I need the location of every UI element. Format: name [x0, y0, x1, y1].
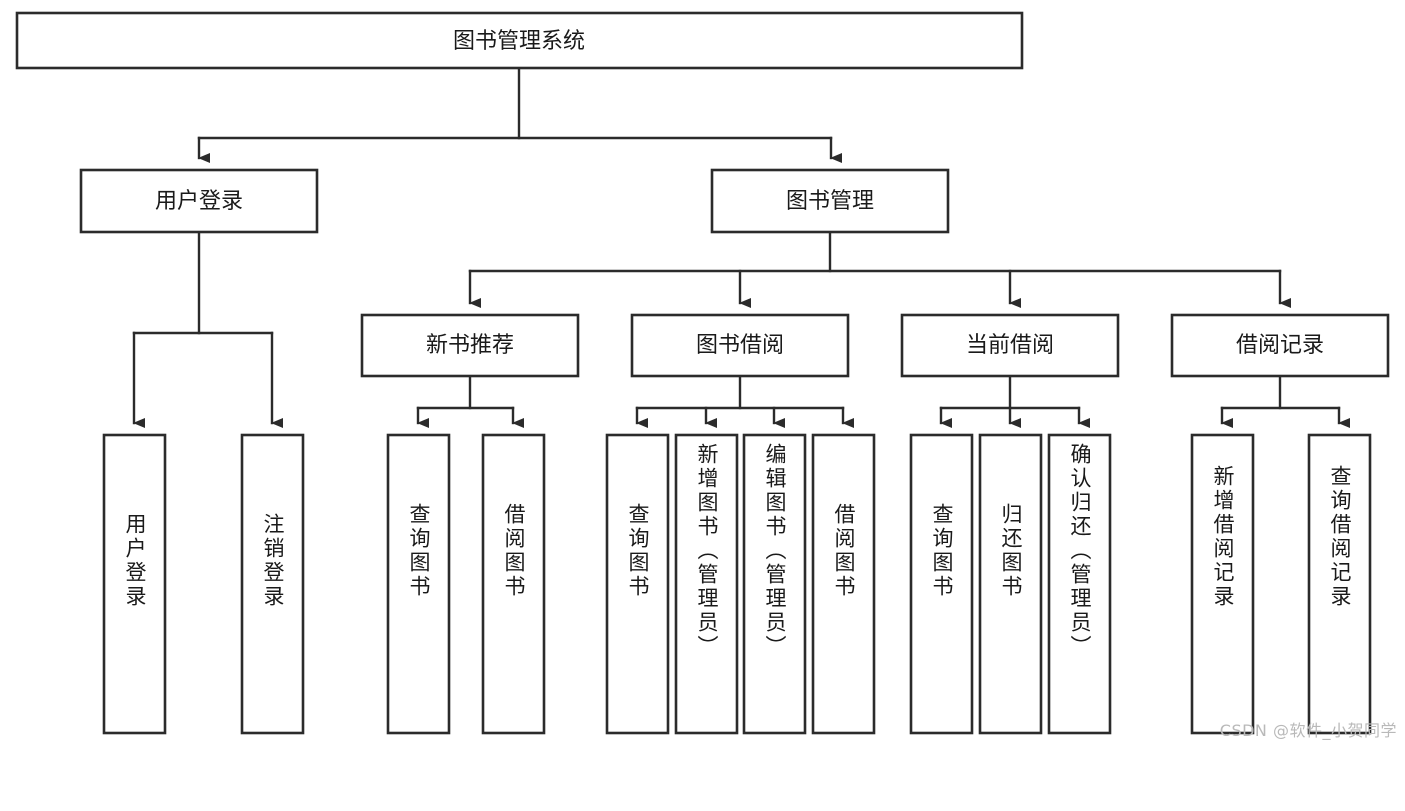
connector-root-to-level2 — [197, 66, 842, 163]
leaf-user-login-1[interactable] — [240, 433, 305, 735]
node-root[interactable]: 图书管理系统 — [15, 11, 1024, 70]
leaf-borrow-record-1[interactable] — [1307, 433, 1372, 735]
node-current-borrow-label: 当前借阅 — [966, 333, 1054, 358]
leaf-current-borrow-2[interactable] — [1047, 433, 1112, 735]
leaf-book-borrow-2[interactable] — [742, 433, 807, 735]
leaf-book-borrow-3[interactable] — [811, 433, 876, 735]
node-book-manage[interactable]: 图书管理 — [710, 168, 950, 234]
connector-newbook-to-leaves — [416, 374, 524, 428]
leaf-new-book-0[interactable] — [386, 433, 451, 735]
node-root-label: 图书管理系统 — [453, 29, 585, 54]
leaf-user-login-0[interactable] — [102, 433, 167, 735]
node-user-login-label: 用户登录 — [155, 189, 243, 214]
connector-userlogin-to-leaves — [132, 230, 283, 428]
connector-currentborrow-to-leaves — [939, 374, 1090, 428]
node-current-borrow[interactable]: 当前借阅 — [900, 313, 1120, 378]
leaf-current-borrow-1[interactable] — [978, 433, 1043, 735]
node-book-manage-label: 图书管理 — [786, 189, 874, 214]
connector-bookmanage-to-level3 — [468, 230, 1291, 308]
csdn-watermark: CSDN @软件_小贺同学 — [1219, 721, 1397, 740]
node-borrow-record-label: 借阅记录 — [1236, 333, 1324, 358]
connector-borrowrecord-to-leaves — [1220, 374, 1350, 428]
flowchart-svg: 图书管理系统 用户登录 图书管理 新书推荐 图书借阅 当前借阅 借阅记录 — [15, 11, 1390, 735]
leaf-current-borrow-0[interactable] — [909, 433, 974, 735]
leaf-book-borrow-0[interactable] — [605, 433, 670, 735]
leaf-new-book-1[interactable] — [481, 433, 546, 735]
node-new-book-recommend-label: 新书推荐 — [426, 333, 514, 358]
node-new-book-recommend[interactable]: 新书推荐 — [360, 313, 580, 378]
node-book-borrow[interactable]: 图书借阅 — [630, 313, 850, 378]
node-borrow-record[interactable]: 借阅记录 — [1170, 313, 1390, 378]
node-user-login[interactable]: 用户登录 — [79, 168, 319, 234]
flowchart-canvas: 图书管理系统 用户登录 图书管理 新书推荐 图书借阅 当前借阅 借阅记录 — [15, 11, 1397, 740]
connector-bookborrow-to-leaves — [635, 374, 854, 428]
leaf-book-borrow-1[interactable] — [674, 433, 739, 735]
leaf-borrow-record-0[interactable] — [1190, 433, 1255, 735]
node-book-borrow-label: 图书借阅 — [696, 333, 784, 358]
